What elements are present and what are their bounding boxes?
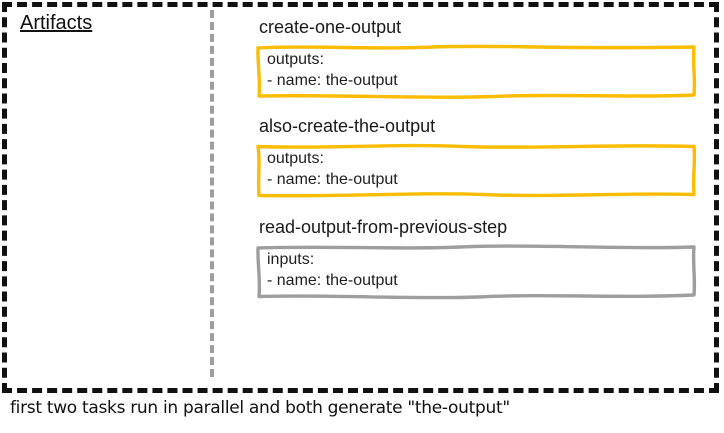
outputs-box: outputs: - name: the-output	[253, 41, 700, 102]
task-read-output-from-previous-step: read-output-from-previous-step inputs: -…	[253, 215, 700, 302]
task-title: read-output-from-previous-step	[259, 217, 508, 237]
task-also-create-the-output: also-create-the-output outputs: - name: …	[253, 114, 700, 201]
panel-divider	[210, 10, 214, 377]
sketch-box-border	[253, 241, 700, 302]
artifacts-panel-border	[2, 2, 719, 393]
box-line: - name: the-output	[267, 272, 398, 289]
outputs-box: outputs: - name: the-output	[253, 140, 700, 201]
artifacts-panel-title: Artifacts	[20, 12, 93, 34]
task-title: create-one-output	[259, 17, 402, 37]
sketch-box-border	[253, 140, 700, 201]
task-title: also-create-the-output	[259, 116, 436, 136]
box-line: - name: the-output	[267, 171, 398, 188]
sketch-box-border	[253, 41, 700, 102]
inputs-box: inputs: - name: the-output	[253, 241, 700, 302]
box-line: - name: the-output	[267, 72, 398, 89]
task-create-one-output: create-one-output outputs: - name: the-o…	[253, 15, 700, 102]
box-line: outputs:	[267, 150, 324, 167]
box-line: inputs:	[267, 251, 315, 268]
box-line: outputs:	[267, 51, 324, 68]
diagram-caption: first two tasks run in parallel and both…	[10, 398, 510, 418]
